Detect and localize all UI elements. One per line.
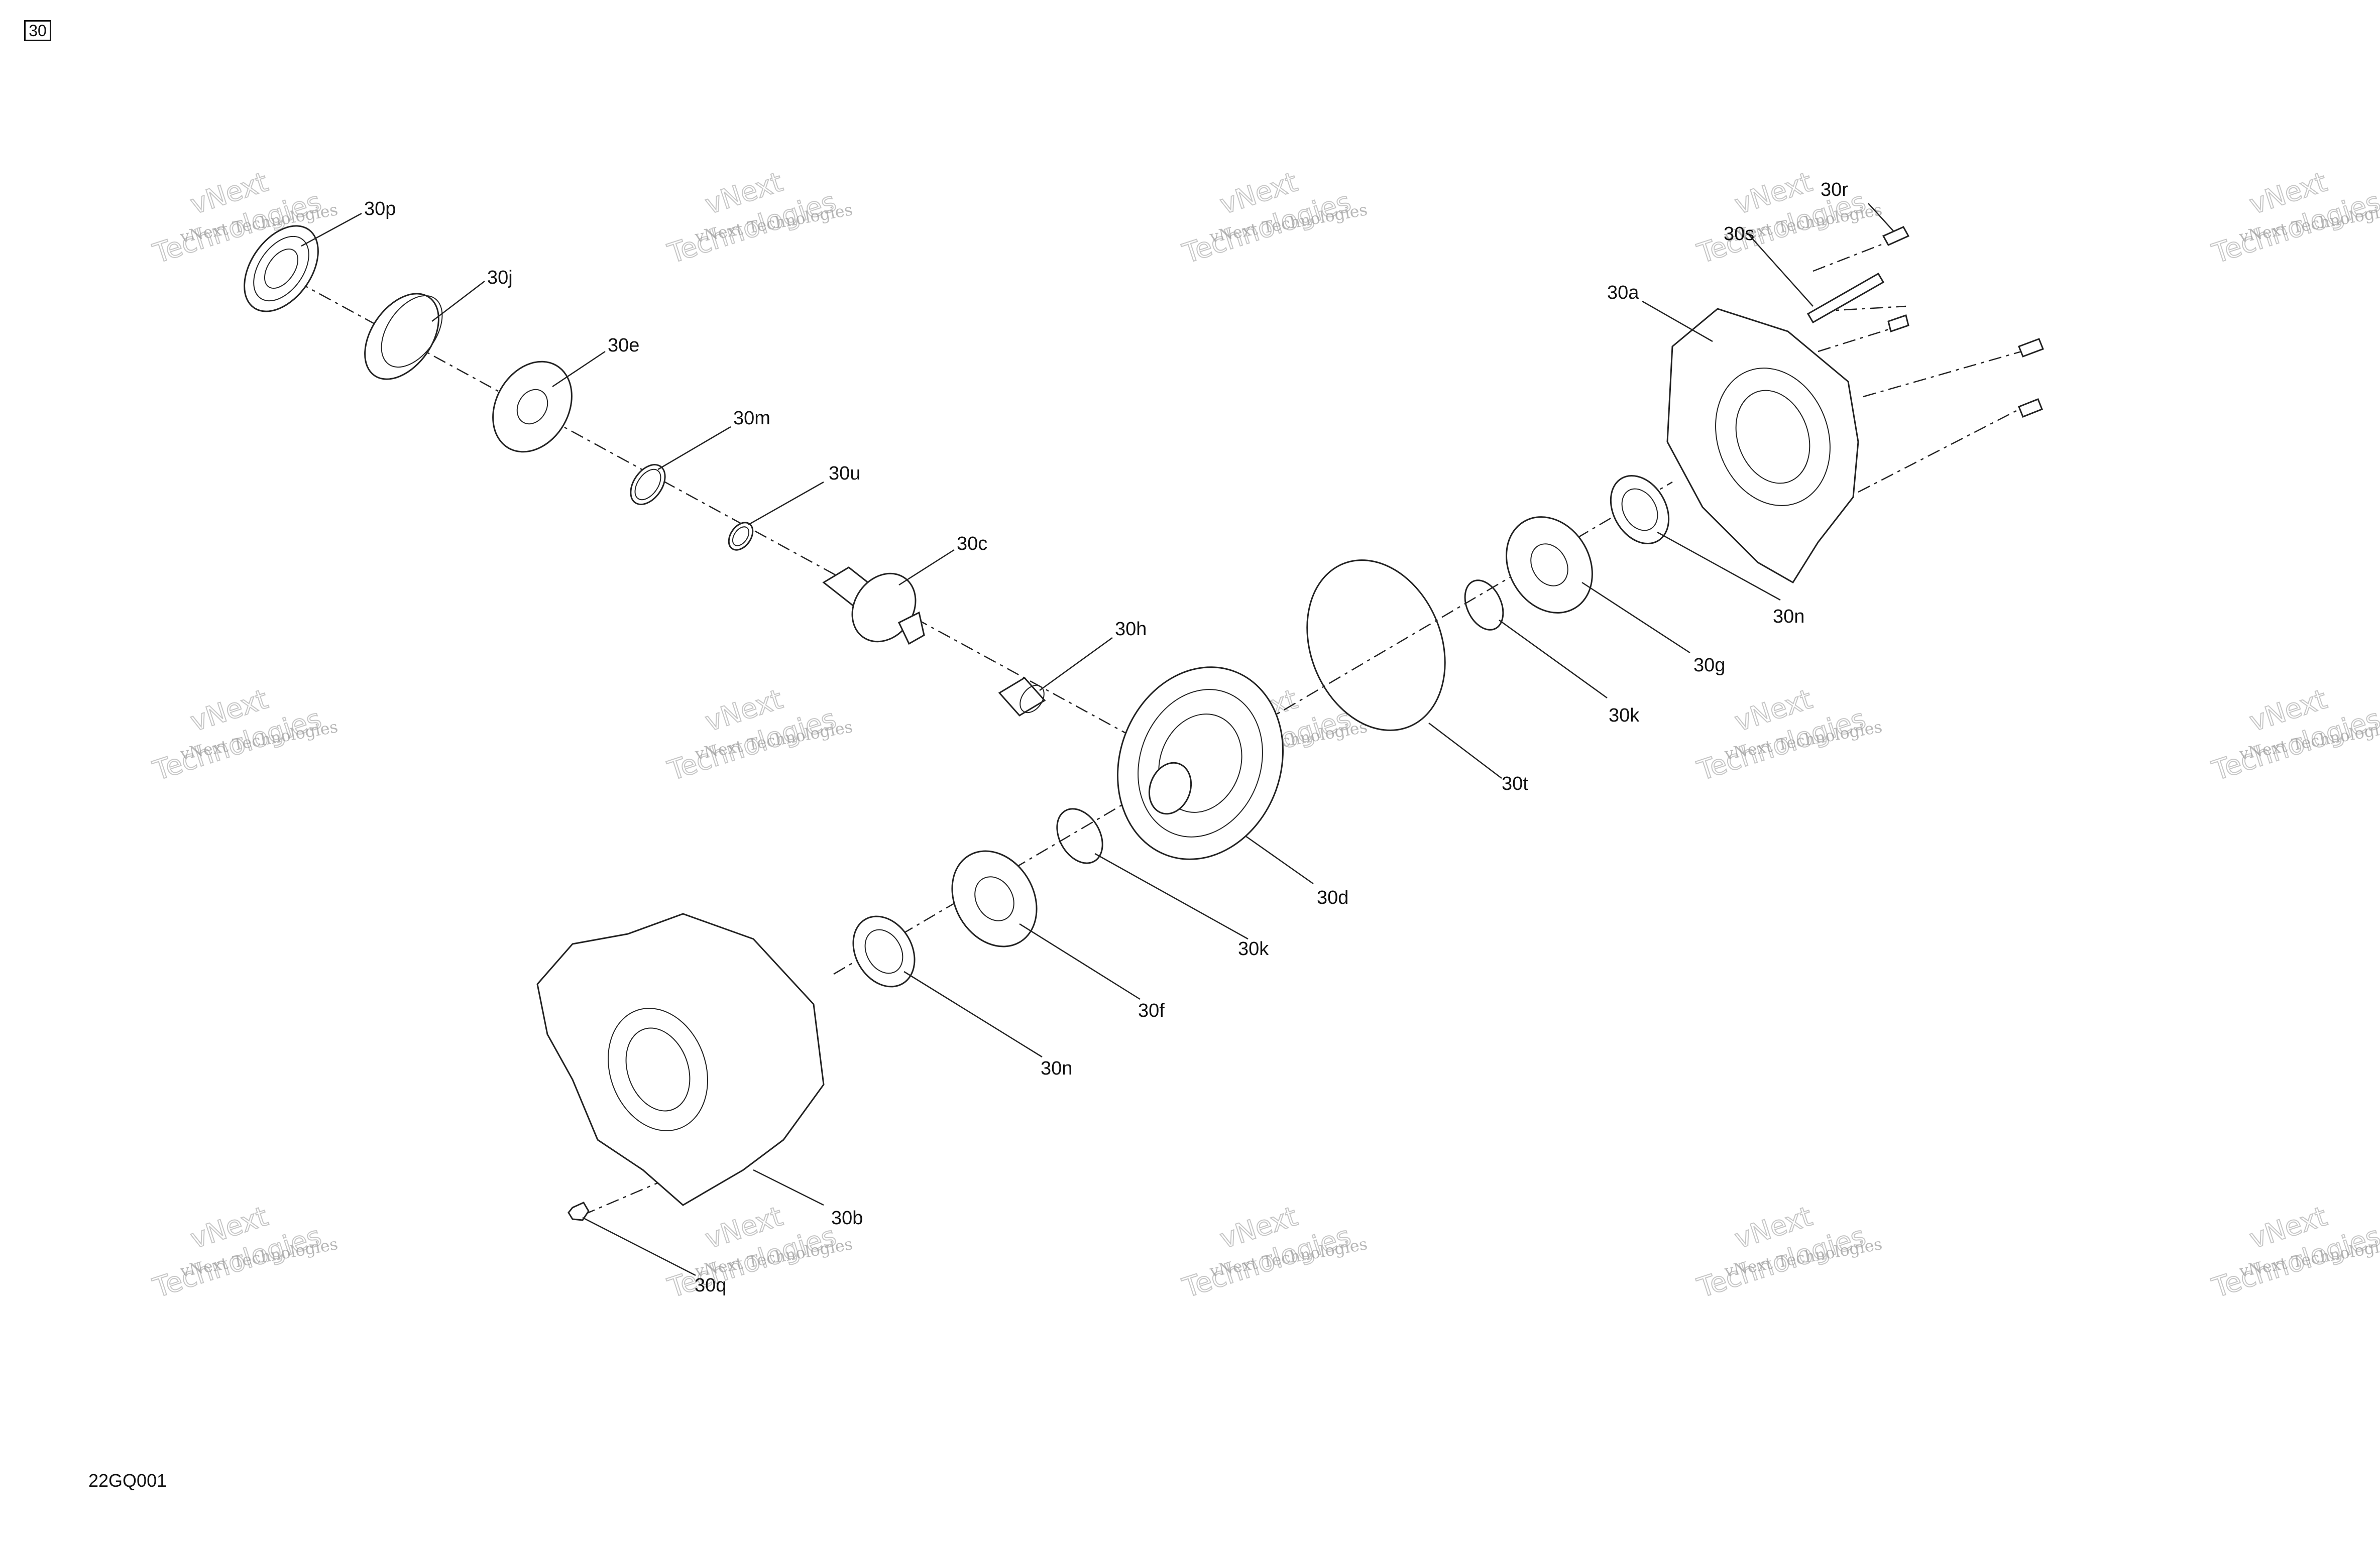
callout-30b: 30b [831, 1208, 863, 1229]
callout-30c: 30c [957, 533, 987, 554]
callout-30n-lower: 30n [1041, 1058, 1072, 1079]
callout-30f: 30f [1138, 1000, 1165, 1021]
part-30p-oil-seal [244, 225, 319, 312]
callout-30s: 30s [1724, 223, 1754, 245]
bolt-centerline-3 [1818, 325, 1899, 352]
part-30q-nut [568, 1202, 590, 1221]
part-30k-lower-o-ring [1056, 808, 1103, 864]
callout-30n-upper: 30n [1773, 606, 1804, 627]
callout-30g: 30g [1693, 655, 1725, 676]
part-30a-housing [1666, 308, 1859, 584]
part-30h-bushing [998, 677, 1046, 717]
callout-30m: 30m [733, 408, 770, 429]
callout-30r: 30r [1821, 179, 1848, 200]
drawing-code: 22GQ001 [88, 1470, 167, 1491]
part-30f-bearing [951, 850, 1038, 947]
callout-30d: 30d [1317, 887, 1348, 908]
part-30n-lower-seal [852, 915, 916, 988]
callout-30k-upper: 30k [1609, 705, 1640, 726]
part-30r-bolts [1882, 226, 2044, 418]
callout-30e: 30e [608, 335, 639, 356]
callout-30h: 30h [1115, 619, 1147, 640]
part-30d-pump-plate [1117, 666, 1284, 860]
callout-30k-lower: 30k [1238, 938, 1269, 960]
part-30k-upper-o-ring [1464, 579, 1504, 631]
section-number-box: 30 [24, 20, 51, 41]
part-30n-upper-seal [1610, 474, 1670, 545]
bolt-centerline-4 [1863, 345, 2039, 398]
callout-30q: 30q [695, 1275, 726, 1296]
part-30m-o-ring [630, 464, 666, 505]
part-30u-o-ring [728, 522, 754, 551]
part-30s-dowel-pin [1806, 272, 1885, 324]
part-30t-large-o-ring [1306, 559, 1446, 731]
part-30c-shaft [822, 566, 925, 645]
callout-30a: 30a [1607, 282, 1639, 303]
callout-labels: 30p 30j 30e 30m 30u 30c 30h 30r 30s 30a … [364, 179, 1848, 1296]
part-30b-gearbox-housing [536, 913, 825, 1206]
callout-30u: 30u [829, 463, 860, 484]
bolt-centerline-5 [1858, 401, 2034, 493]
callout-30j: 30j [487, 267, 513, 288]
callout-30t: 30t [1502, 773, 1528, 794]
part-30j-ring [364, 293, 443, 380]
part-30g-bearing [1506, 516, 1593, 614]
callout-30p: 30p [364, 198, 396, 219]
nut-centerline [582, 1169, 689, 1216]
part-30e-bearing [492, 361, 573, 453]
leader-lines [301, 203, 1894, 1276]
